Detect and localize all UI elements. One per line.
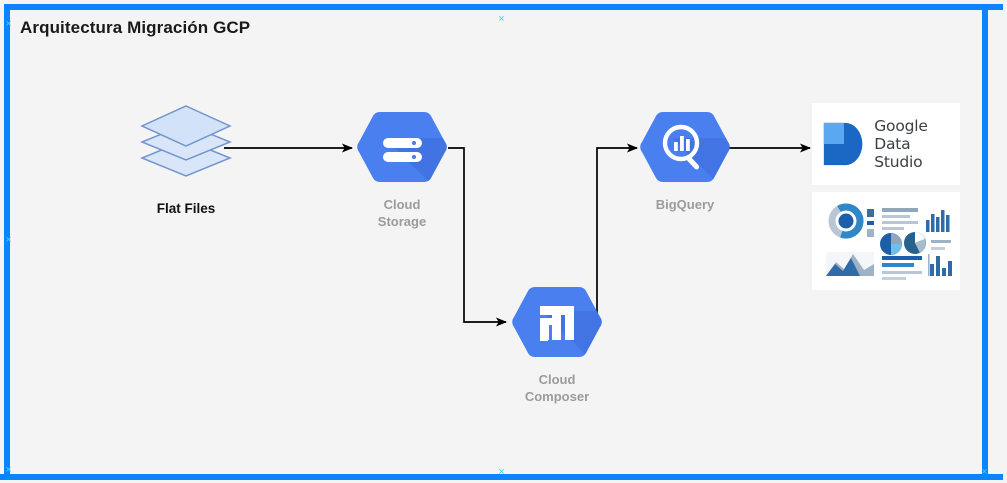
cloud-storage-hexagon-icon — [357, 111, 447, 183]
resize-handle-bottom-left[interactable]: × — [5, 464, 12, 476]
google-data-studio-logo-icon — [823, 122, 863, 166]
node-bigquery[interactable]: BigQuery — [640, 108, 730, 238]
node-label-cloud-storage-line1: Cloud — [383, 197, 421, 212]
selection-border-bottom[interactable] — [0, 474, 1003, 480]
node-label-cloud-composer-line2: Composer — [524, 389, 590, 404]
cloud-composer-hexagon-icon — [512, 286, 602, 358]
resize-handle-bottom-center[interactable]: × — [498, 466, 505, 478]
layers-stack-icon — [140, 105, 232, 177]
data-studio-dashboard-card[interactable] — [812, 192, 960, 290]
data-studio-logo-card[interactable]: Google Data Studio — [812, 103, 960, 185]
selection-border-left[interactable] — [4, 4, 10, 480]
page-title: Arquitectura Migración GCP — [20, 18, 251, 37]
node-label-bigquery: BigQuery — [655, 197, 715, 212]
resize-handle-bottom-right[interactable]: × — [981, 466, 988, 478]
node-label-cloud-composer-line1: Cloud — [538, 372, 576, 387]
resize-handle-middle-left[interactable]: × — [5, 234, 12, 246]
dashboard-preview-icon — [826, 203, 952, 280]
bigquery-hexagon-icon — [640, 111, 730, 183]
data-studio-brand-text: Google Data Studio — [874, 117, 960, 171]
node-label-flat-files: Flat Files — [156, 201, 216, 216]
node-flat-files[interactable]: Flat Files — [138, 100, 234, 230]
node-cloud-composer[interactable]: Cloud Composer — [512, 283, 602, 413]
selection-border-top[interactable] — [4, 4, 1003, 10]
resize-handle-top-center[interactable]: × — [498, 13, 505, 25]
node-label-cloud-storage-line2: Storage — [377, 214, 427, 229]
node-cloud-storage[interactable]: Cloud Storage — [357, 108, 447, 248]
resize-handle-top-left[interactable]: × — [5, 18, 12, 30]
selection-border-right[interactable] — [982, 8, 988, 480]
data-studio-brand-line2: Data Studio — [874, 135, 923, 171]
data-studio-brand-line1: Google — [874, 117, 928, 135]
